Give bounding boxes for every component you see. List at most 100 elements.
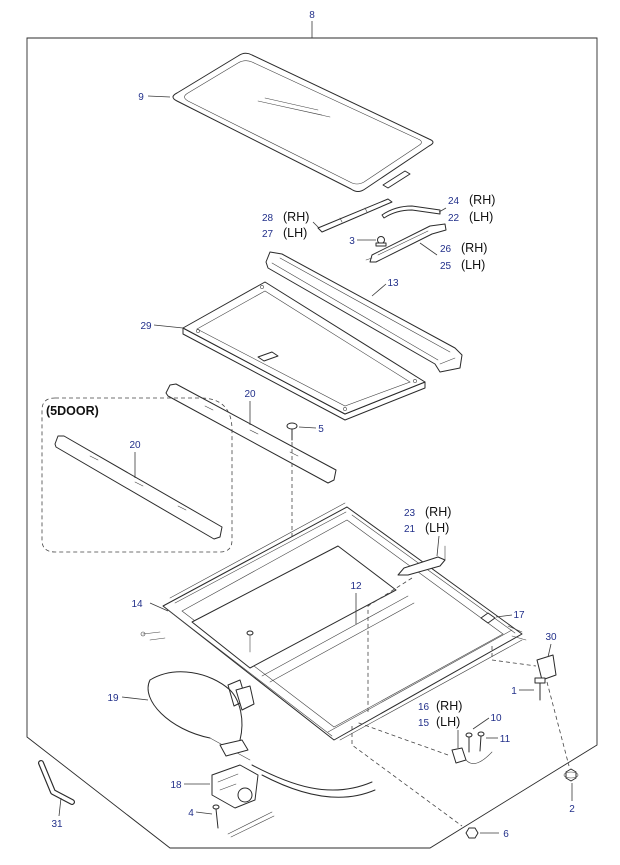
part-20-strip-5door <box>54 435 223 540</box>
cable-run <box>251 764 373 791</box>
variant-box <box>41 397 233 553</box>
side-label-rh: (RH) <box>436 699 462 713</box>
front-pins <box>142 631 166 641</box>
knob-head <box>377 236 385 244</box>
frame-inner <box>181 519 504 728</box>
sunshade-pin <box>413 379 417 383</box>
callout-15: 15 <box>418 718 430 729</box>
callout-24: 24 <box>448 196 460 207</box>
part-18-motor <box>211 739 259 809</box>
part-4-screw <box>212 804 220 829</box>
part-30-bracket <box>536 654 557 681</box>
callout-12: 12 <box>350 581 362 592</box>
deflector-rails <box>271 257 456 365</box>
screw-shank <box>215 808 219 829</box>
cable-loop <box>149 671 231 691</box>
clip-body <box>451 747 467 764</box>
part-1-bolt <box>534 677 546 701</box>
callout-14: 14 <box>131 599 143 610</box>
part-10-screw <box>465 732 473 753</box>
callout-29: 29 <box>140 321 152 332</box>
part-17-pad <box>480 612 496 624</box>
callout-5: 5 <box>318 424 324 435</box>
frame-front-rail <box>167 609 333 737</box>
part-9-glass-panel <box>172 52 434 192</box>
leader-5 <box>298 426 317 429</box>
clip-mount-line <box>355 721 449 756</box>
glass-tab <box>382 170 411 189</box>
part-29-sunshade <box>182 281 426 421</box>
variant-label: (5DOOR) <box>46 404 99 418</box>
bar-detail <box>339 207 368 223</box>
callout-20: 20 <box>244 389 256 400</box>
motor-mount <box>219 739 249 757</box>
callout-10: 10 <box>490 713 502 724</box>
drain-rod <box>227 811 275 838</box>
sunshade-pin <box>260 285 264 289</box>
strip-slots <box>204 405 299 457</box>
motor-detail <box>217 773 239 791</box>
part-13-deflector <box>265 251 463 373</box>
leader-19 <box>121 696 149 701</box>
knob-base <box>375 242 387 247</box>
screw-head <box>477 731 485 737</box>
rail-to-bracket-line <box>491 646 537 667</box>
sunshade-handle <box>257 351 279 362</box>
side-label-lh: (LH) <box>436 715 460 729</box>
callout-13: 13 <box>387 278 399 289</box>
cable-drop <box>229 689 243 741</box>
hinge-bracket <box>235 685 255 711</box>
callout-30: 30 <box>545 632 557 643</box>
screw-head <box>286 422 298 430</box>
callout-3: 3 <box>349 236 355 247</box>
leader-30 <box>547 643 552 658</box>
bolt-head <box>534 677 546 684</box>
motor-gear <box>237 787 253 803</box>
clip-hose <box>465 751 493 764</box>
part-31-tool <box>38 760 75 805</box>
part-5-screw <box>286 422 298 441</box>
screw-shank <box>479 735 482 752</box>
leader-24-22 <box>438 207 447 213</box>
callout-19: 19 <box>107 693 119 704</box>
leader-4 <box>195 811 213 815</box>
callout-17: 17 <box>513 610 525 621</box>
part-24-22-link <box>381 205 441 219</box>
callout-18: 18 <box>170 780 182 791</box>
callout-25: 25 <box>440 261 452 272</box>
part-20-strip <box>165 383 337 484</box>
motor-body <box>211 764 259 809</box>
sunshade-top <box>182 281 426 415</box>
part-28-27-bar <box>317 198 393 233</box>
glass-inner-edge <box>184 60 422 185</box>
side-label-lh: (LH) <box>283 226 307 240</box>
callout-1: 1 <box>511 686 517 697</box>
assembly-boundary <box>26 37 598 849</box>
frame-outer <box>162 506 523 741</box>
glass-outer-edge <box>172 52 434 192</box>
tool-fill <box>39 761 74 804</box>
bolt-washer <box>563 771 579 779</box>
frame-top-rails <box>169 502 347 604</box>
callout-8: 8 <box>309 10 315 21</box>
bracket-body <box>369 223 447 263</box>
sunshade-pin <box>196 329 200 333</box>
part-3-knob <box>375 236 387 247</box>
leader-10 <box>472 717 490 730</box>
callout-9: 9 <box>138 92 144 103</box>
strip-body <box>54 435 223 540</box>
bolt-head <box>565 768 577 782</box>
side-label-lh: (LH) <box>469 210 493 224</box>
callout-16: 16 <box>418 702 430 713</box>
side-label-rh: (RH) <box>461 241 487 255</box>
leader-29 <box>153 324 184 329</box>
bar-body <box>317 198 393 233</box>
side-label-rh: (RH) <box>469 193 495 207</box>
cross-member <box>261 595 415 683</box>
callout-28: 28 <box>262 213 274 224</box>
sunshade-pin <box>343 407 347 411</box>
part-14-frame <box>140 502 527 741</box>
part-6-nut <box>465 827 479 839</box>
part-23-21-lever <box>397 545 446 576</box>
leader-28-27 <box>312 221 320 229</box>
